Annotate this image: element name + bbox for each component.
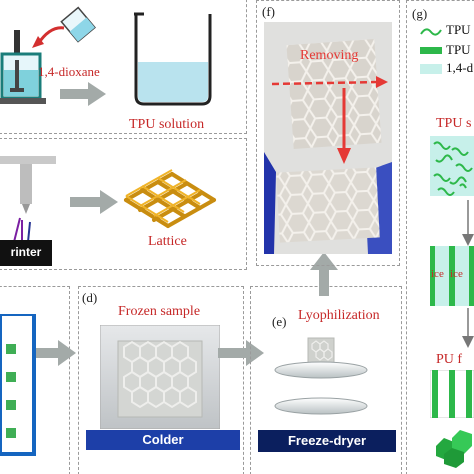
- pour-arrow-icon: [32, 26, 65, 48]
- ice-template-box: [430, 246, 474, 306]
- panel-f-letter: (f): [262, 4, 275, 19]
- removing-label: Removing: [300, 48, 359, 63]
- panel-d-letter: (d): [82, 290, 98, 305]
- freeze-dryer-label: Freeze-dryer: [287, 433, 367, 448]
- arrow-a-icon: [60, 82, 106, 106]
- legend-tpu-chain-icon: [420, 28, 442, 36]
- frozen-sample-box: [100, 325, 220, 429]
- arrow-c-icon: [36, 340, 76, 366]
- pu-lattice-icon: [436, 430, 472, 468]
- ice-label-1: ice: [431, 268, 444, 280]
- pu-fiber-label: PU f: [436, 352, 463, 367]
- panel-e-letter: (e): [272, 314, 287, 329]
- tpu-solution-label: TPU s: [436, 116, 472, 131]
- pu-fiber-box: [430, 370, 474, 418]
- panel-c: [0, 286, 70, 474]
- freeze-dryer-shelves-icon: [274, 337, 368, 415]
- arrow-g2-icon: [462, 308, 474, 348]
- printer-base: [0, 240, 52, 266]
- panel-g-letter: (g): [412, 6, 428, 21]
- lyophilization-title: Lyophilization: [298, 308, 380, 323]
- removing-photo: [264, 22, 392, 254]
- solution-beaker-icon: [134, 12, 212, 106]
- panel-f: [256, 0, 400, 266]
- panel-a: [0, 0, 247, 134]
- tpu-solution-box: [430, 136, 474, 196]
- pouring-beaker-icon: [60, 6, 96, 43]
- ice-label-2: ice: [450, 268, 463, 280]
- legend-tpu-fiber-icon: [420, 47, 442, 54]
- lattice-icon: [124, 169, 216, 228]
- colder-label: Colder: [142, 432, 184, 447]
- solvent-label: 1,4-dioxane: [38, 64, 100, 79]
- arrow-g1-icon: [462, 200, 474, 246]
- legend-label-1: TPU: [446, 22, 471, 37]
- solution-label: TPU solution: [129, 117, 205, 132]
- panel-g: [406, 0, 474, 474]
- lattice-label: Lattice: [148, 234, 187, 249]
- legend-label-3: 1,4-d: [446, 60, 474, 75]
- mold-icon: [0, 314, 36, 456]
- panel-b: [0, 138, 247, 270]
- colder-bar: Colder: [86, 430, 240, 450]
- legend-label-2: TPU: [446, 42, 471, 57]
- stirring-beaker-icon: [0, 30, 46, 104]
- panel-d: [78, 286, 244, 474]
- freeze-dryer-bar: Freeze-dryer: [258, 430, 396, 452]
- frozen-sample-title: Frozen sample: [118, 304, 201, 319]
- legend-dioxane-icon: [420, 64, 442, 74]
- printer-label: rinter: [10, 245, 42, 259]
- arrow-b-icon: [70, 190, 118, 214]
